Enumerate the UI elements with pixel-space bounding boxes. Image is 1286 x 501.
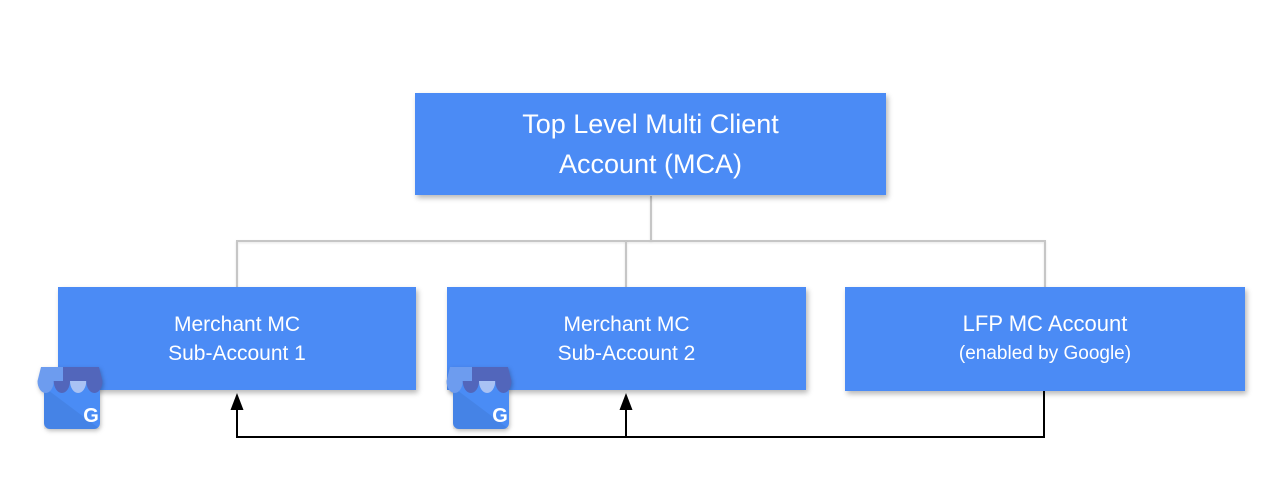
tree-connector	[236, 196, 1046, 288]
node-top-level-mca: Top Level Multi Client Account (MCA)	[415, 93, 886, 195]
node-label-line: Top Level Multi Client	[522, 109, 779, 139]
node-label-line: Merchant MC	[173, 312, 301, 336]
storefront-shade	[453, 387, 509, 429]
node-label-line: Sub-Account 2	[557, 341, 696, 365]
node-label-line: (enabled by Google)	[958, 343, 1132, 364]
node-merchant-sub-account-1: Merchant MC Sub-Account 1	[58, 287, 416, 390]
lfp-arrow-path	[236, 391, 1045, 438]
node-label-line: Account (MCA)	[558, 149, 743, 179]
arrowhead-sub2-icon	[619, 393, 633, 410]
google-g-letter: G	[492, 405, 508, 427]
node-merchant-sub-account-2: Merchant MC Sub-Account 2	[447, 287, 806, 390]
arrowhead-sub1-icon	[230, 393, 244, 410]
node-label-line: LFP MC Account	[962, 311, 1128, 336]
google-g-letter: G	[83, 405, 99, 427]
node-label-line: Sub-Account 1	[168, 341, 306, 365]
storefront-shade	[44, 387, 100, 429]
node-label-line: Merchant MC	[563, 312, 690, 336]
lfp-arrow-connector	[230, 391, 1045, 438]
node-lfp-mc-account: LFP MC Account (enabled by Google)	[845, 287, 1245, 391]
tree-connector-rail	[236, 240, 1046, 288]
